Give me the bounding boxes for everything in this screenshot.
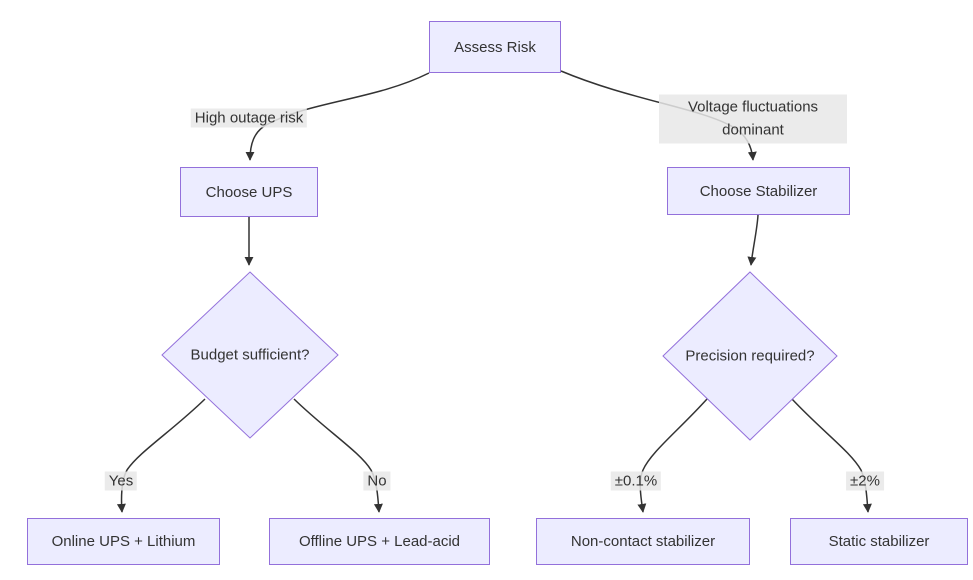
edge-budget-no-to-offline-ups [293, 398, 383, 513]
edge-precision-2-to-static [791, 398, 872, 513]
node-choose-stabilizer: Choose Stabilizer [667, 167, 850, 215]
node-choose-stabilizer-label: Choose Stabilizer [699, 182, 818, 200]
node-offline-ups-lead-acid: Offline UPS + Lead-acid [269, 518, 490, 565]
node-static-stabilizer-label: Static stabilizer [828, 533, 930, 550]
node-non-contact-stabilizer-label: Non-contact stabilizer [570, 533, 716, 550]
edge-label-high-outage-risk: High outage risk [190, 108, 308, 128]
edge-label-pm-0-1-pct: ±0.1% [610, 471, 662, 491]
node-assess-risk-label: Assess Risk [454, 38, 536, 56]
node-online-ups-lithium-label: Online UPS + Lithium [51, 533, 196, 550]
node-non-contact-stabilizer: Non-contact stabilizer [536, 518, 750, 565]
node-budget-sufficient-shape [161, 271, 339, 439]
edge-choose-stabilizer-to-precision [747, 214, 759, 266]
node-online-ups-lithium: Online UPS + Lithium [27, 518, 220, 565]
edge-label-yes: Yes [104, 471, 138, 491]
node-precision-required-label: Precision required? [685, 347, 815, 365]
edge-label-voltage-fluctuations-dominant: Voltage fluctuations dominant [659, 94, 847, 144]
node-offline-ups-lead-acid-label: Offline UPS + Lead-acid [298, 533, 461, 550]
edge-budget-yes-to-online-ups [116, 398, 206, 513]
node-choose-ups-label: Choose UPS [205, 183, 293, 201]
edge-label-pm-2-pct: ±2% [846, 471, 884, 491]
node-precision-required-shape [662, 271, 838, 441]
edge-precision-01-to-non-contact [637, 398, 708, 513]
node-choose-ups: Choose UPS [180, 167, 318, 217]
node-budget-sufficient-label: Budget sufficient? [190, 346, 310, 364]
node-assess-risk: Assess Risk [429, 21, 561, 73]
node-static-stabilizer: Static stabilizer [790, 518, 968, 565]
edge-label-no: No [363, 471, 391, 491]
